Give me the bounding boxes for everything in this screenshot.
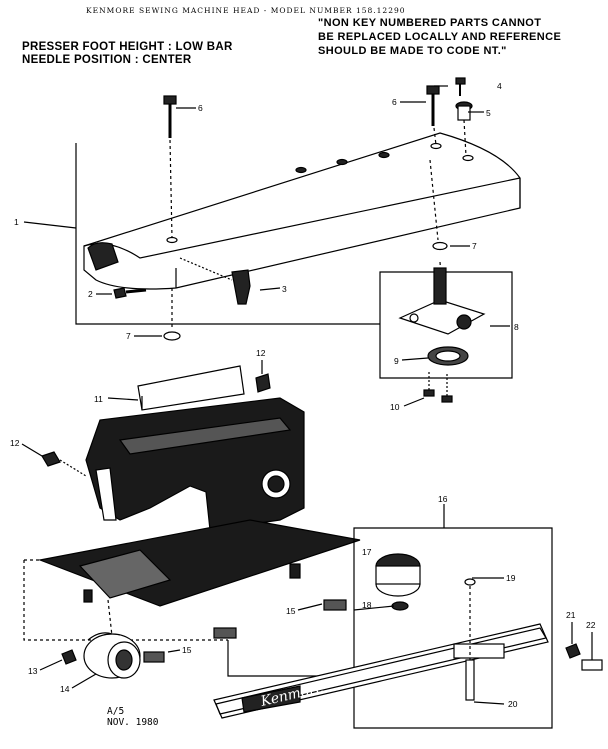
callout-14: 14 (60, 684, 70, 694)
bobbin-winder-8 (398, 299, 486, 335)
callout-3: 3 (282, 284, 287, 294)
callout-21: 21 (566, 610, 576, 620)
callout-7-upper: 7 (472, 241, 477, 251)
callout-7-lower: 7 (126, 331, 131, 341)
callout-19: 19 (506, 573, 516, 583)
presser-foot-spec: PRESSER FOOT HEIGHT : LOW BAR (22, 41, 233, 53)
callout-8: 8 (514, 322, 519, 332)
plug-12-right (255, 373, 271, 393)
parts-note-line-3: SHOULD BE MADE TO CODE NT." (318, 45, 507, 57)
washer-18 (391, 601, 409, 611)
callout-13: 13 (28, 666, 38, 676)
washer-7-upper (432, 241, 448, 251)
hand-wheel-knob-14 (83, 632, 141, 679)
parts-note-line-1: "NON KEY NUMBERED PARTS CANNOT (318, 17, 542, 29)
badge-15-a (213, 627, 237, 639)
callout-1: 1 (14, 217, 19, 227)
screw-4 (455, 77, 466, 85)
callout-17: 17 (362, 547, 372, 557)
screw-2 (113, 287, 127, 299)
callout-9: 9 (394, 356, 399, 366)
needle-position-spec: NEEDLE POSITION : CENTER (22, 54, 192, 66)
screw-13 (61, 649, 77, 665)
callout-12-right: 12 (256, 348, 266, 358)
selector-dial-17 (375, 553, 421, 597)
clip-19 (464, 578, 476, 586)
badge-15-c (323, 599, 347, 611)
callout-18: 18 (362, 600, 372, 610)
footer-code: A/5 (107, 706, 125, 717)
callout-15-a: 15 (182, 645, 192, 655)
callout-10: 10 (390, 402, 400, 412)
diagram-header: KENMORE SEWING MACHINE HEAD - MODEL NUMB… (86, 6, 406, 15)
plug-12-left (41, 451, 61, 467)
callout-4: 4 (497, 81, 502, 91)
callout-15-b: 15 (286, 606, 296, 616)
callout-6-right: 6 (392, 97, 397, 107)
parts-note: "NON KEY NUMBERED PARTS CANNOT BE REPLAC… (318, 16, 561, 58)
callout-20: 20 (508, 699, 518, 709)
top-cover (83, 132, 521, 290)
callout-22: 22 (586, 620, 596, 630)
thread-guide-3 (231, 269, 251, 305)
footer-date: A/5 NOV. 1980 (107, 706, 158, 728)
pin-20 (465, 659, 475, 701)
washer-7-lower (163, 331, 181, 341)
screws-10 (423, 372, 453, 403)
screw-6-left (163, 95, 177, 105)
face-plate-11 (137, 365, 245, 411)
badge-15-b (143, 651, 165, 663)
screw-21 (565, 643, 581, 659)
machine-head (85, 397, 305, 531)
panel-group-outline (227, 527, 553, 729)
label-plate-22 (581, 659, 603, 671)
callout-12-left: 12 (10, 438, 20, 448)
callout-16: 16 (438, 494, 448, 504)
screw-6-right (426, 85, 440, 95)
callout-11: 11 (94, 394, 103, 404)
footer-month-year: NOV. 1980 (107, 717, 159, 728)
parts-note-line-2: BE REPLACED LOCALLY AND REFERENCE (318, 31, 562, 43)
callout-6-left: 6 (198, 103, 203, 113)
callout-2: 2 (88, 289, 93, 299)
callout-5: 5 (486, 108, 491, 118)
